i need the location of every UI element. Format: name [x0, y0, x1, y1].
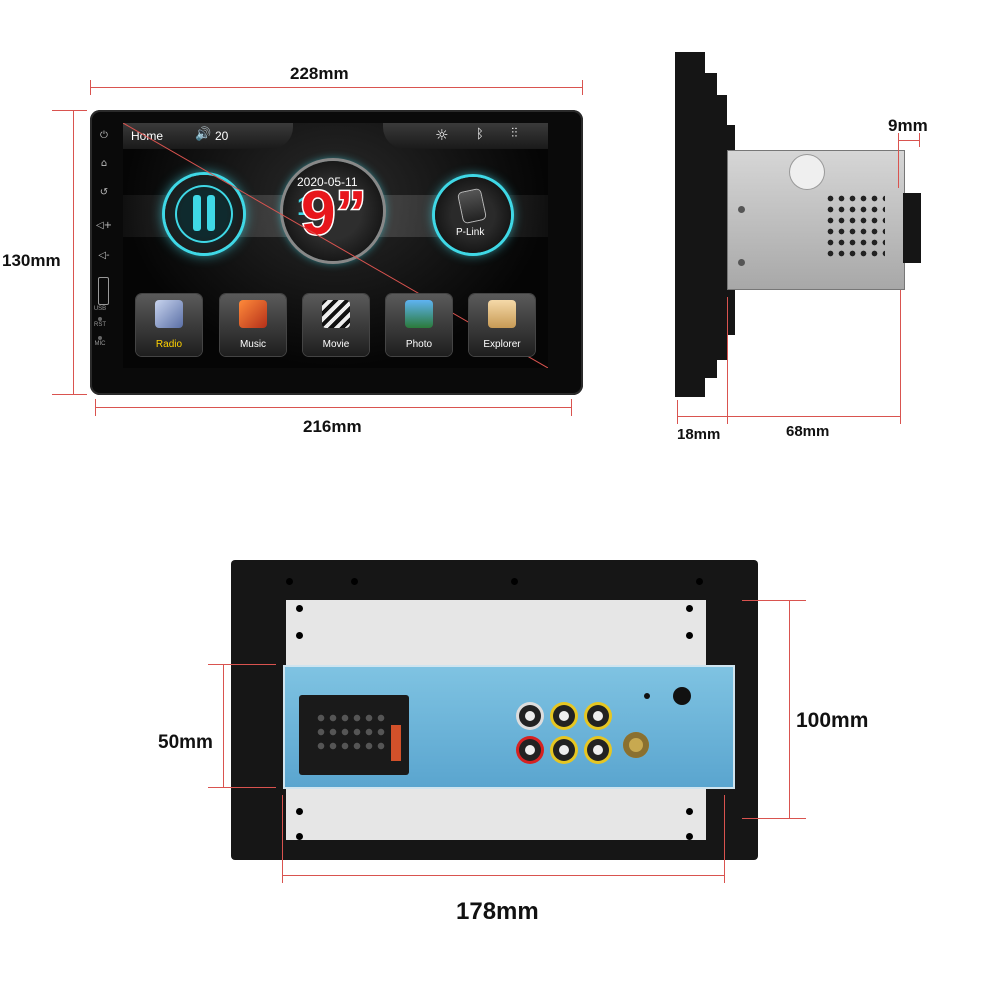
dim-line-228 [90, 87, 583, 88]
rca-yellow-3 [553, 739, 575, 761]
antenna-socket [623, 732, 649, 758]
date-label: 2020-05-11 [297, 175, 358, 189]
dim-tick [898, 133, 899, 188]
rst-label: RST [94, 322, 106, 328]
dim-line-178 [282, 875, 725, 876]
app-explorer-label: Explorer [483, 339, 521, 350]
rca-yellow-2 [587, 705, 609, 727]
dim-tick [900, 290, 901, 424]
dim-label-130: 130mm [2, 251, 61, 270]
rca-white-1 [519, 705, 541, 727]
app-music-label: Music [239, 339, 267, 350]
dim-label-228: 228mm [290, 64, 349, 83]
app-photo[interactable]: Photo [386, 294, 452, 356]
plink-label: P-Link [456, 227, 485, 238]
side-bracket-2 [715, 95, 727, 360]
mic-label: MIC [94, 341, 106, 347]
status-bar-right: ☼ ᛒ ⫶⫶ [383, 123, 548, 149]
dim-label-18: 18mm [677, 426, 721, 443]
iso-connector [299, 695, 409, 775]
reset-hole[interactable] [98, 317, 102, 321]
equalizer-icon[interactable]: ⫶⫶ [511, 126, 518, 141]
bluetooth-icon[interactable]: ᛒ [476, 127, 484, 142]
usb-port [98, 277, 109, 305]
side-faceplate [675, 52, 705, 397]
satellite-icon [155, 300, 183, 328]
dim-line-9 [898, 140, 920, 141]
rca-yellow-1 [553, 705, 575, 727]
dim-tick [52, 110, 87, 111]
touch-screen[interactable]: Home 🔊 20 ☼ ᛒ ⫶⫶ 2020-05-11 1 9” [123, 123, 548, 368]
home-button[interactable]: ⌂ [100, 158, 108, 169]
app-radio[interactable]: Radio [136, 294, 202, 356]
dim-line-depth [677, 416, 901, 417]
dim-label-9: 9mm [888, 116, 928, 135]
dim-label-50: 50mm [158, 732, 213, 753]
pause-ring[interactable] [165, 175, 243, 253]
dim-tick [724, 795, 725, 883]
app-movie-label: Movie [322, 339, 350, 350]
side-connector [903, 193, 921, 263]
screen-size-badge: 9” [299, 179, 368, 248]
dim-tick [677, 400, 678, 424]
dim-tick [727, 297, 728, 424]
time-digit: 1 [297, 191, 312, 221]
dim-label-68: 68mm [786, 423, 830, 440]
clapper-icon [322, 300, 350, 328]
fuse [391, 725, 401, 761]
app-movie[interactable]: Movie [303, 294, 369, 356]
dim-line-50 [223, 665, 224, 787]
folder-icon [488, 300, 516, 328]
app-radio-label: Radio [155, 339, 183, 350]
volume-level: 20 [215, 129, 229, 143]
dim-tick [208, 787, 276, 788]
back-button[interactable]: ↺ [99, 187, 109, 198]
dim-tick [52, 394, 87, 395]
dim-line-216 [95, 407, 572, 408]
dim-label-100: 100mm [796, 709, 869, 732]
app-music[interactable]: Music [220, 294, 286, 356]
head-unit-front: ⏻ ⌂ ↺ ◁+ ◁- USB RST MIC Home 🔊 20 ☼ ᛒ ⫶⫶ [90, 110, 583, 395]
app-explorer[interactable]: Explorer [469, 294, 535, 356]
rca-red [519, 739, 541, 761]
power-button[interactable]: ⏻ [100, 130, 108, 141]
music-note-icon [239, 300, 267, 328]
head-unit-rear [231, 560, 758, 860]
dim-label-178: 178mm [456, 898, 539, 925]
dim-label-216: 216mm [303, 417, 362, 436]
dim-tick [90, 80, 91, 95]
dim-tick [208, 664, 276, 665]
dim-tick [919, 133, 920, 147]
sticker [790, 155, 824, 189]
dim-tick [742, 600, 806, 601]
side-metal-chassis [727, 150, 905, 290]
volume-icon[interactable]: 🔊 [195, 127, 212, 142]
dim-line-130 [73, 110, 74, 395]
volume-up-button[interactable]: ◁+ [95, 220, 113, 231]
dim-tick [282, 795, 283, 883]
dim-line-100 [789, 600, 790, 818]
dim-tick [95, 399, 96, 416]
volume-down-button[interactable]: ◁- [98, 250, 110, 261]
mic-hole [98, 336, 102, 340]
photo-icon [405, 300, 433, 328]
rca-yellow-4 [587, 739, 609, 761]
plink-ring[interactable]: P-Link [435, 177, 511, 253]
dim-tick [742, 818, 806, 819]
status-bar-left: Home 🔊 20 [123, 123, 293, 149]
app-photo-label: Photo [405, 339, 433, 350]
status-bar: Home 🔊 20 ☼ ᛒ ⫶⫶ [123, 123, 548, 149]
vent-grid [825, 193, 885, 259]
brightness-icon[interactable]: ☼ [435, 126, 449, 144]
side-bracket-1 [703, 73, 717, 378]
pause-icon[interactable] [193, 195, 201, 231]
usb-label: USB [93, 306, 107, 312]
dim-tick [571, 399, 572, 416]
dim-tick [582, 80, 583, 95]
